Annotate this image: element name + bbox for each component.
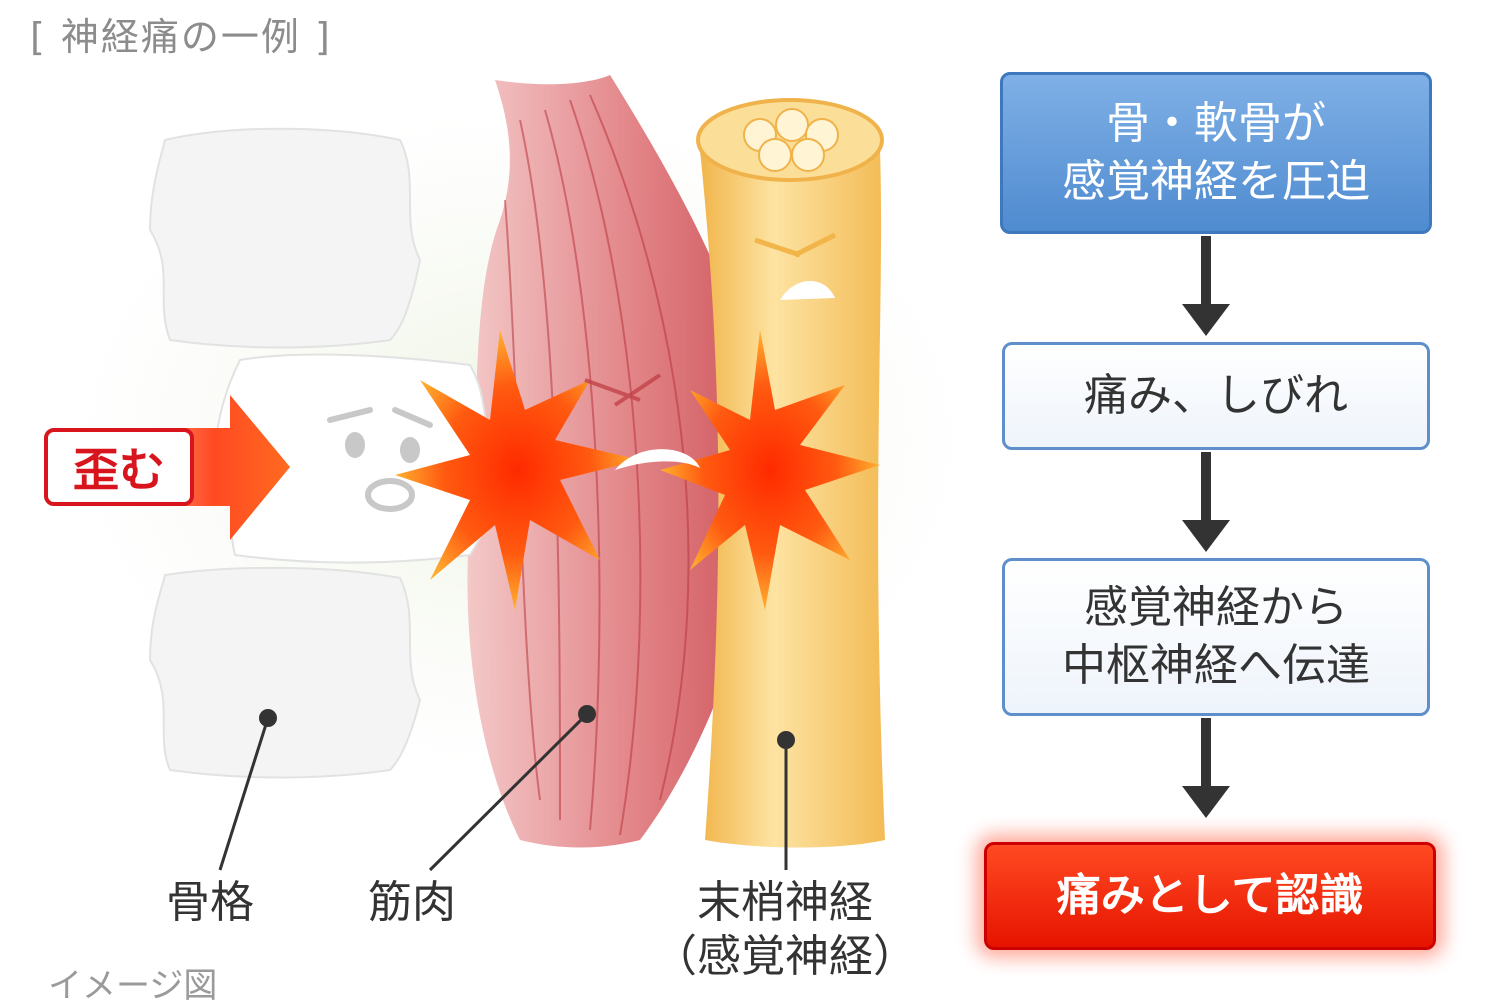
flow-step-4: 痛みとして認識	[984, 842, 1436, 950]
flow-step-3-line1: 感覚神経から	[1084, 582, 1348, 633]
squeeze-label: 歪む	[44, 428, 194, 506]
illustration	[70, 75, 960, 872]
muscle-dot	[578, 705, 596, 723]
flow-arrow-2	[1182, 452, 1230, 552]
flow-step-3: 感覚神経から 中枢神経へ伝達	[1002, 558, 1430, 716]
nerve-dot	[777, 731, 795, 749]
flow-step-1-line1: 骨・軟骨が	[1106, 98, 1326, 149]
muscle-label: 筋肉	[368, 877, 456, 928]
nerve-face	[754, 232, 837, 258]
vertebrae	[148, 127, 502, 779]
vertebra-eye-right	[400, 437, 420, 463]
nerve-label-line1: 末梢神経	[697, 877, 873, 928]
pain-burst-right	[660, 330, 880, 610]
flow-step-3-text: 感覚神経から 中枢神経へ伝達	[1062, 579, 1370, 695]
flow-step-1: 骨・軟骨が 感覚神経を圧迫	[1000, 72, 1432, 234]
muscle-face	[584, 373, 662, 407]
leader-lines	[218, 712, 788, 872]
skeleton-dot	[259, 709, 277, 727]
flow-step-3-line2: 中枢神経へ伝達	[1062, 640, 1370, 691]
muscle-mouth	[615, 449, 700, 470]
flow-arrow-1	[1182, 236, 1230, 336]
flow-step-2: 痛み、しびれ	[1002, 342, 1430, 450]
image-note: イメージ図	[48, 966, 218, 1006]
pain-burst-left	[395, 330, 640, 610]
nerve-label: 末梢神経 （感覚神経）	[650, 876, 920, 984]
skeleton-label: 骨格	[166, 877, 254, 928]
flow-step-1-text: 骨・軟骨が 感覚神経を圧迫	[1062, 95, 1370, 211]
nerve-fibers-top	[743, 108, 839, 172]
vertebra-top	[148, 127, 422, 349]
flow-step-1-line2: 感覚神経を圧迫	[1062, 156, 1370, 207]
vertebra-face	[327, 407, 433, 428]
nerve-mouth	[780, 280, 835, 300]
vertebra-bottom	[148, 566, 422, 779]
vertebra-eye-left	[345, 432, 365, 458]
figure-title: [ 神経痛の一例 ]	[30, 15, 332, 59]
vertebra-mouth	[365, 478, 415, 512]
flow-arrow-3	[1182, 718, 1230, 818]
nerve-label-line2: （感覚神経）	[653, 931, 917, 982]
